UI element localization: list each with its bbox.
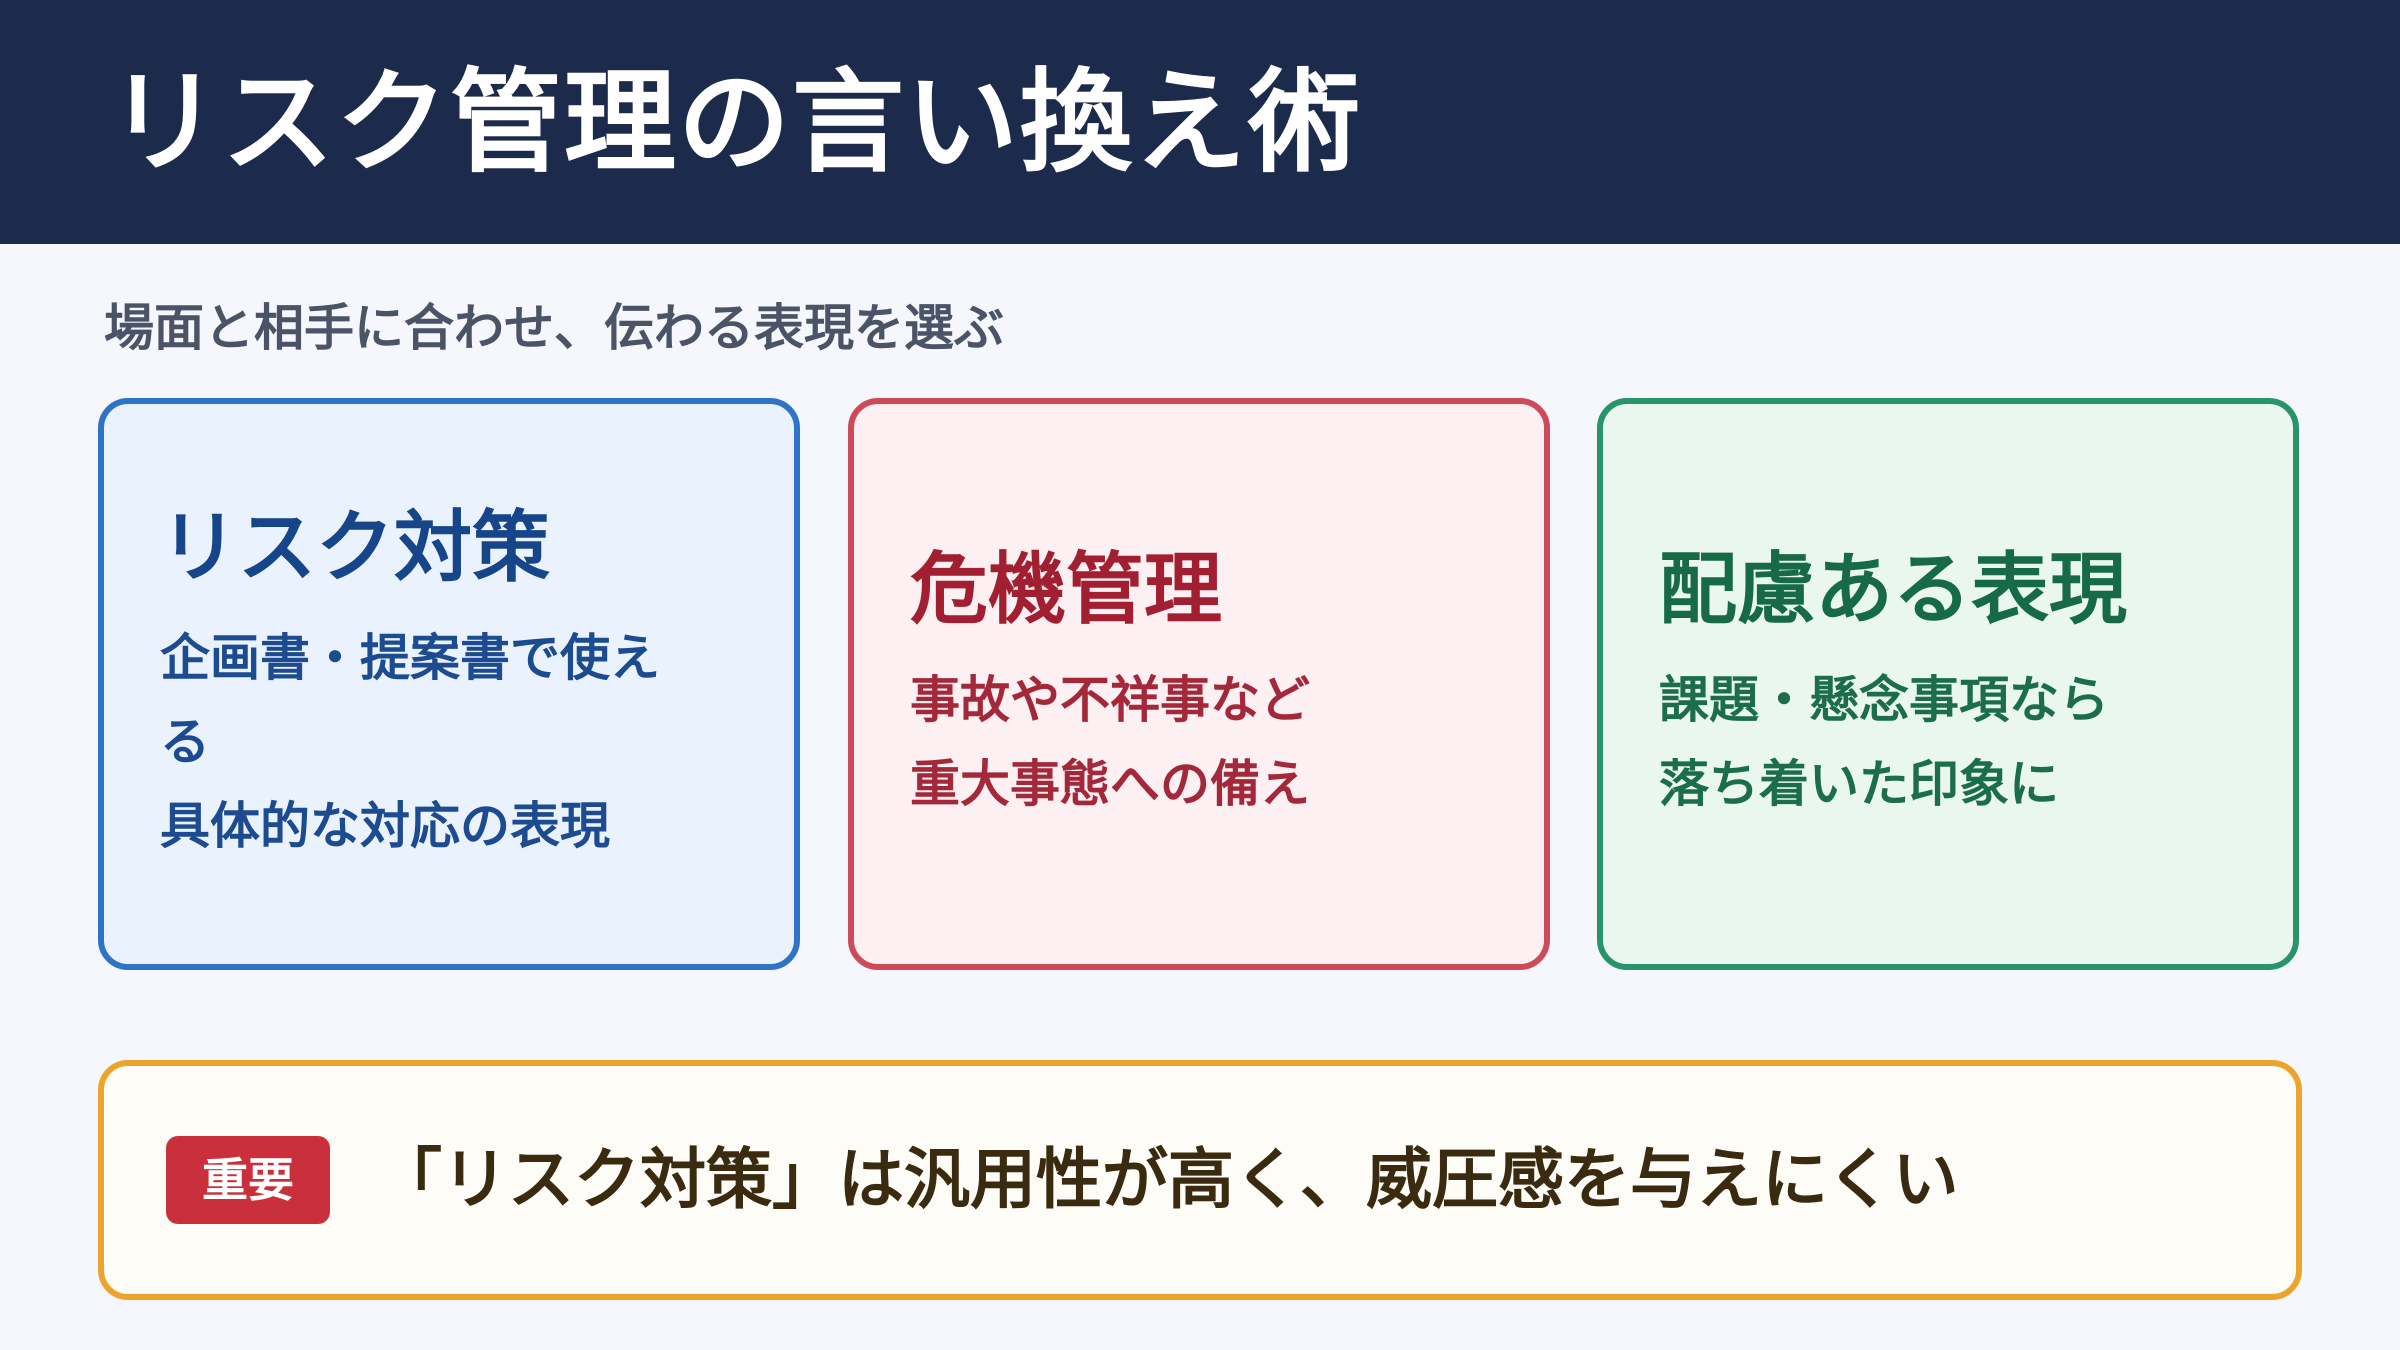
card-considerate-expression: 配慮ある表現 課題・懸念事項なら 落ち着いた印象に — [1597, 398, 2299, 970]
card-line: 事故や不祥事など — [910, 671, 1310, 729]
callout-text: 「リスク対策」は汎用性が高く、威圧感を与えにくい — [376, 1141, 1959, 1218]
card-title: 配慮ある表現 — [1659, 545, 2128, 635]
card-title: 危機管理 — [910, 545, 1223, 635]
important-badge: 重要 — [166, 1136, 330, 1224]
card-description: 事故や不祥事など 重大事態への備え — [910, 658, 1544, 826]
card-line: 具体的な対応の表現 — [160, 797, 610, 855]
header-bar: リスク管理の言い換え術 — [0, 0, 2400, 244]
subtitle: 場面と相手に合わせ、伝わる表現を選ぶ — [104, 299, 1004, 357]
card-description: 課題・懸念事項なら 落ち着いた印象に — [1659, 658, 2293, 826]
card-line: 重大事態への備え — [910, 755, 1310, 813]
card-risk-measures: リスク対策 企画書・提案書で使え る 具体的な対応の表現 — [98, 398, 800, 970]
card-crisis-management: 危機管理 事故や不祥事など 重大事態への備え — [848, 398, 1550, 970]
card-line: 課題・懸念事項なら — [1659, 671, 2109, 729]
card-line: 企画書・提案書で使え — [160, 629, 660, 687]
card-title: リスク対策 — [160, 503, 551, 593]
card-line: 落ち着いた印象に — [1659, 755, 2059, 813]
important-callout: 重要 「リスク対策」は汎用性が高く、威圧感を与えにくい — [98, 1060, 2302, 1300]
page-title: リスク管理の言い換え術 — [108, 58, 1362, 188]
card-line: る — [160, 713, 210, 771]
card-description: 企画書・提案書で使え る 具体的な対応の表現 — [160, 616, 794, 868]
